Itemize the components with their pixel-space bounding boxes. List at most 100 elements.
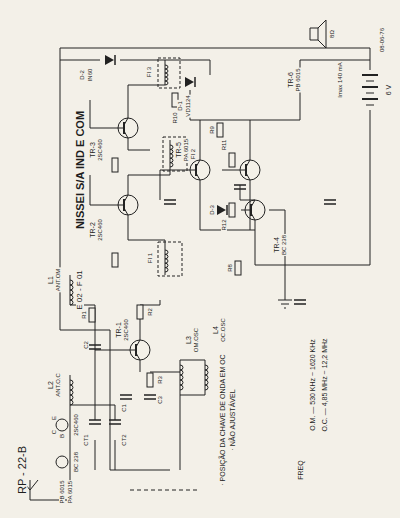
part-label: O.M. — 530 KHz ~ 1620 KHz (309, 338, 316, 432)
part-label: 2SC460 (97, 218, 103, 242)
wire (300, 60, 370, 61)
wire (110, 470, 170, 471)
coil-symbol (165, 250, 168, 272)
part-label: R3 (157, 375, 163, 385)
part-label: OM.OSC (193, 327, 199, 353)
wire (200, 120, 250, 121)
coil-symbol (70, 280, 73, 305)
wire (60, 60, 100, 61)
coil-symbol (170, 145, 173, 167)
wire (128, 150, 150, 151)
part-label: L3 (185, 335, 192, 345)
part-label: CT2 (121, 433, 127, 446)
resistor-symbol (112, 158, 118, 172)
wire (128, 175, 129, 195)
part-label: R10 (172, 111, 178, 124)
capacitor-symbol (109, 420, 121, 424)
wire (95, 440, 96, 470)
part-label: C (51, 429, 57, 435)
part-label: B (59, 433, 65, 439)
part-label: D-1 (177, 100, 183, 112)
part-label: R8 (227, 263, 233, 273)
capacitor-symbol (89, 420, 101, 424)
part-label: L1 (47, 275, 54, 285)
part-label: O.C. — 4,85 MHz ~ 12,2 MHz (321, 337, 328, 432)
wire (200, 120, 201, 160)
wire (160, 170, 186, 171)
part-label: L2 (47, 380, 54, 390)
wire (250, 120, 300, 121)
wire (128, 240, 165, 241)
part-label: C2 (83, 340, 89, 350)
diodes (105, 55, 227, 215)
wire (370, 110, 371, 265)
part-label: R2 (147, 307, 153, 317)
transformer-can (158, 58, 180, 88)
diode-symbol (185, 77, 195, 87)
part-label: D-2 (79, 69, 85, 81)
coil-symbol (165, 65, 168, 85)
wire (60, 330, 110, 331)
wire (165, 60, 210, 61)
wire (60, 48, 370, 49)
wires (60, 48, 370, 470)
part-label: Imax 140 mA (337, 61, 343, 98)
wire (95, 405, 115, 406)
wire (190, 120, 200, 121)
wire (180, 395, 205, 396)
pinout-circle (56, 456, 68, 468)
resistor-symbol (229, 203, 235, 217)
wire (160, 170, 161, 200)
if-cans (158, 58, 187, 276)
wire (285, 265, 286, 300)
diode-symbol (105, 55, 115, 65)
capacitor-symbol (294, 300, 306, 304)
wire (240, 185, 241, 200)
transistor-symbol (241, 200, 265, 220)
part-label: 6 V (385, 84, 392, 97)
part-label: TR-1 (115, 321, 122, 339)
part-label: BC 238 (73, 451, 79, 473)
part-label: FI 1 (147, 252, 153, 264)
part-label: OC.OSC (220, 317, 226, 343)
capacitors (89, 185, 336, 424)
resistor-symbol (112, 253, 118, 267)
part-label: TR-3 (89, 141, 96, 159)
capacitor-symbol (144, 395, 156, 399)
wire (128, 85, 165, 86)
wire (128, 215, 129, 240)
part-label: 08-06-76 (379, 27, 385, 53)
wire (180, 395, 181, 470)
coil-symbol (70, 380, 73, 405)
transistor-symbol (236, 160, 260, 180)
part-label: PA 6015 (67, 480, 73, 504)
capacitor-symbol (120, 395, 132, 399)
transistor-symbol (114, 195, 138, 215)
wire (180, 360, 205, 361)
part-label: IN60 (87, 68, 93, 83)
transistor-symbol (126, 340, 150, 360)
part-label: · NÃO AJUSTÁVEL (229, 388, 236, 451)
part-label: C1 (121, 403, 127, 413)
part-label: · POSIÇÃO DA CHAVE DE ONDA EM OC (219, 353, 226, 486)
coils (70, 65, 208, 405)
resistors (89, 93, 241, 387)
wire (255, 265, 285, 266)
coil-symbol (205, 365, 208, 390)
wire (210, 60, 211, 75)
resistor-symbol (137, 305, 143, 319)
diode-symbol (217, 205, 227, 215)
coil-symbol (180, 365, 183, 390)
part-label: ANT.OM (55, 268, 61, 293)
wire (250, 180, 251, 230)
part-label: D-3 (209, 204, 215, 216)
wire (200, 230, 255, 231)
part-label: TR-6 (287, 71, 294, 89)
capacitor-symbol (89, 345, 101, 349)
capacitor-symbol (164, 200, 176, 204)
resistor-symbol (89, 308, 95, 322)
ground-symbol (278, 300, 292, 308)
wire (115, 405, 116, 420)
part-label: PA 6015 (183, 138, 189, 162)
